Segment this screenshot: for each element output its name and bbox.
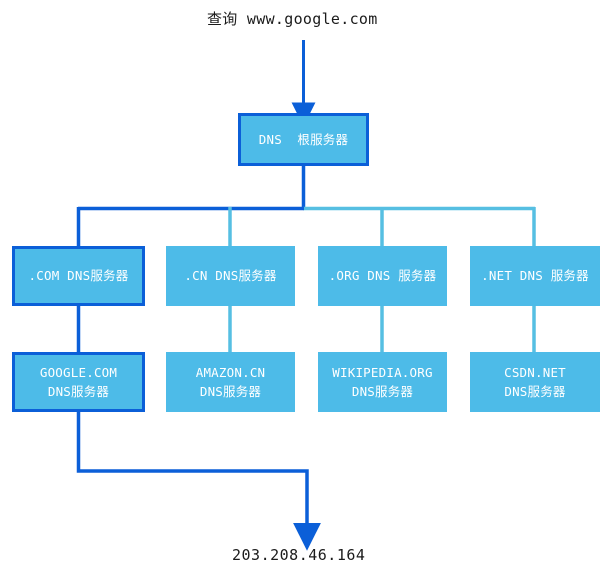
node-label-line2: DNS服务器 xyxy=(199,384,262,399)
node-label-line1: CSDN.NET xyxy=(504,364,566,380)
node-authoritative-wikipedia-org[interactable]: WIKIPEDIA.ORG DNS服务器 xyxy=(318,352,447,412)
node-label-line2: DNS服务器 xyxy=(504,384,566,399)
node-authoritative-csdn-net[interactable]: CSDN.NET DNS服务器 xyxy=(470,352,600,412)
node-label: .NET DNS 服务器 xyxy=(481,268,589,284)
query-label: 查询 www.google.com xyxy=(207,10,378,28)
node-tld-net[interactable]: .NET DNS 服务器 xyxy=(470,246,600,306)
node-tld-cn[interactable]: .CN DNS服务器 xyxy=(166,246,295,306)
node-label: .CN DNS服务器 xyxy=(184,268,277,284)
node-label-line1: GOOGLE.COM xyxy=(39,364,118,380)
node-label-line1: WIKIPEDIA.ORG xyxy=(332,364,433,380)
node-dns-root-server[interactable]: DNS 根服务器 xyxy=(238,113,369,166)
node-tld-org[interactable]: .ORG DNS 服务器 xyxy=(318,246,447,306)
node-label-line1: AMAZON.CN xyxy=(195,364,266,380)
node-tld-com[interactable]: .COM DNS服务器 xyxy=(12,246,145,306)
answer-path xyxy=(76,412,321,551)
resolved-ip-label: 203.208.46.164 xyxy=(232,546,366,564)
node-label-line2: DNS服务器 xyxy=(351,384,414,399)
node-authoritative-google-com[interactable]: GOOGLE.COM DNS服务器 xyxy=(12,352,145,412)
node-label: .COM DNS服务器 xyxy=(28,268,129,284)
node-label: DNS 根服务器 xyxy=(258,131,349,147)
node-label-line2: DNS服务器 xyxy=(47,384,110,399)
node-label: .ORG DNS 服务器 xyxy=(328,268,437,284)
node-authoritative-amazon-cn[interactable]: AMAZON.CN DNS服务器 xyxy=(166,352,295,412)
